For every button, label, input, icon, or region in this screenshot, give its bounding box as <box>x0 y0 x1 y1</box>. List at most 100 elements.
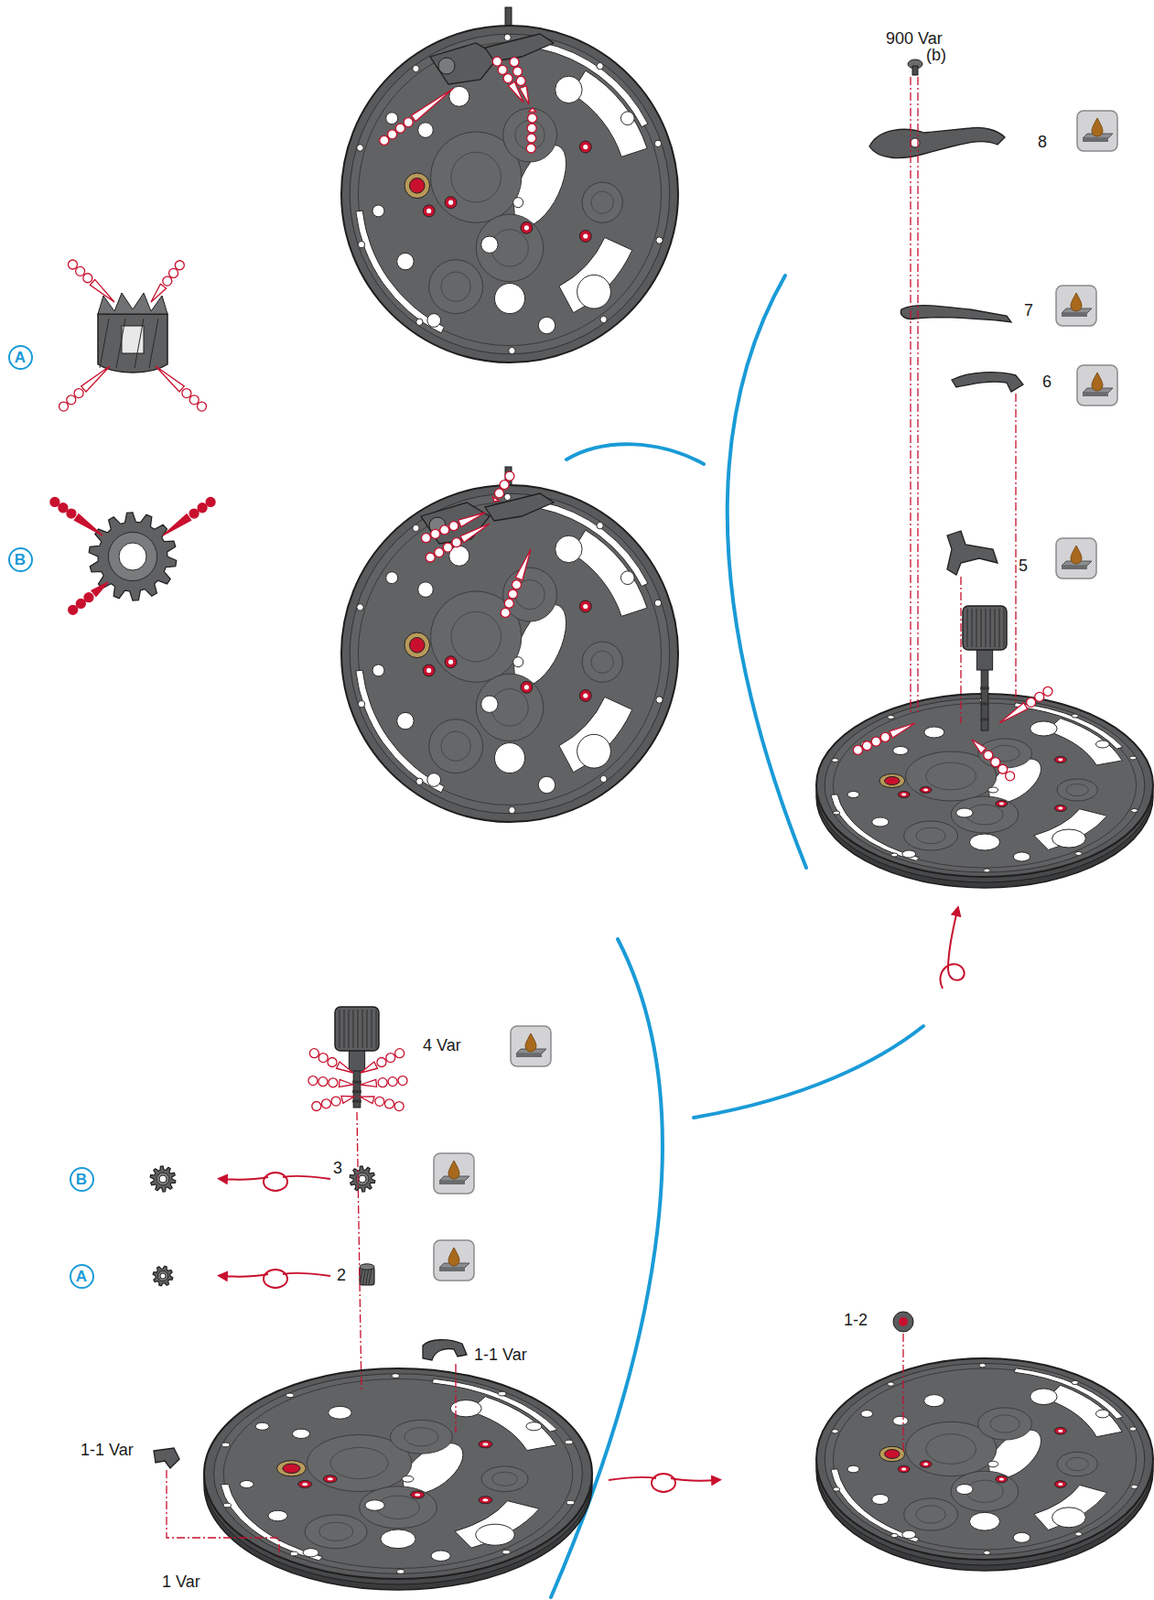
jewel-hole <box>901 1466 906 1470</box>
plate-hole <box>365 1499 385 1511</box>
edge-hole <box>504 493 511 500</box>
plate-hole <box>1030 721 1057 736</box>
jewel-hole <box>524 225 529 230</box>
wheel-outline <box>978 1407 1033 1440</box>
oil-pointer <box>91 582 108 596</box>
oil-dot <box>377 1078 388 1088</box>
oil-dot <box>431 528 441 539</box>
wheel-outline <box>950 796 1019 833</box>
oil-dot <box>74 388 84 399</box>
oil-point <box>509 57 529 105</box>
oil-symbol-box <box>433 1153 475 1194</box>
plate-hole <box>620 571 635 585</box>
jewel <box>409 178 426 195</box>
plate-hole <box>847 1465 860 1473</box>
gear-hub <box>157 1270 168 1281</box>
plate-hole <box>956 808 973 818</box>
assembly-line <box>454 1363 456 1433</box>
oil-dot <box>196 401 206 411</box>
gear <box>349 1165 376 1192</box>
oil-dot <box>75 266 86 276</box>
jewel-hole <box>582 144 588 150</box>
oil-dot <box>395 123 405 133</box>
pinion-ratchet <box>134 318 144 368</box>
edge-hole <box>654 140 661 147</box>
plate-hole <box>291 1428 310 1438</box>
oil-pointer <box>155 366 184 392</box>
plate-disc <box>341 485 679 822</box>
plate-hole <box>969 833 1000 851</box>
plate-hole <box>555 75 583 103</box>
plate-hole <box>427 313 442 328</box>
plate-hole <box>538 776 555 793</box>
edge-hole <box>891 852 898 857</box>
stem-ring <box>352 1080 362 1084</box>
wheel-outline <box>359 1486 438 1529</box>
oil-pointer <box>162 514 192 536</box>
oil-dot <box>862 741 872 751</box>
oil-symbol-plate <box>516 1053 542 1057</box>
edge-hole <box>656 696 663 703</box>
oil-dot <box>511 580 521 590</box>
plate-hole <box>427 773 442 788</box>
plate-hole <box>1013 1531 1030 1543</box>
edge-hole <box>1071 713 1079 718</box>
plate-hole <box>380 1529 416 1549</box>
jewel-setting <box>404 172 431 199</box>
plate-hole <box>988 1460 999 1467</box>
jewel <box>444 656 457 669</box>
edge-hole <box>1131 808 1138 812</box>
oil-dot <box>1026 697 1036 707</box>
oil-dot <box>507 589 518 599</box>
oil-dot <box>1035 691 1045 702</box>
oil-symbol <box>433 1153 475 1194</box>
plate-hole <box>847 791 860 799</box>
oil-dot <box>75 598 86 608</box>
jewel-hole <box>448 659 453 665</box>
jewel <box>1054 1480 1067 1489</box>
oil-dot <box>83 273 93 283</box>
wheel-outline <box>990 1414 1020 1433</box>
oil-point <box>50 496 103 536</box>
plate-hole <box>513 657 524 668</box>
screw <box>438 57 455 75</box>
plate-hole <box>513 197 524 208</box>
oil-symbol-box <box>433 1240 475 1281</box>
edge-hole <box>887 715 895 720</box>
plate-hole <box>481 695 498 712</box>
wheel-outline <box>1066 783 1089 796</box>
plate-hole <box>302 1548 319 1557</box>
callout-label: 1-1 Var <box>472 1345 529 1365</box>
oil-pointer <box>359 1096 375 1104</box>
oil-point <box>59 366 110 411</box>
oil-point <box>67 259 115 302</box>
oil-dot <box>403 118 413 128</box>
jewel-hole <box>901 793 906 797</box>
letter-text: B <box>14 551 26 568</box>
plate-hole <box>902 850 917 858</box>
callout-text: 7 <box>1022 301 1036 321</box>
crown-tube <box>976 647 993 670</box>
lever-part <box>947 530 998 575</box>
wheel-outline <box>503 567 558 622</box>
callout-label: 3 <box>331 1158 345 1178</box>
oil-symbol <box>433 1240 475 1281</box>
plate-cutout <box>559 696 633 772</box>
assembly-line <box>356 1111 362 1392</box>
wheel-outline <box>390 1419 453 1454</box>
wheel-outline <box>441 271 471 302</box>
hook-part <box>422 1339 467 1360</box>
pinion-hole <box>121 325 144 354</box>
gear-body <box>152 1265 173 1286</box>
oil-dot <box>871 736 881 746</box>
callout-text: (b) <box>924 45 949 65</box>
edge-hole <box>290 1551 298 1556</box>
crown-knurl <box>348 1009 350 1048</box>
pinion-ratchet <box>99 318 109 368</box>
rotate-arrow-line <box>670 1477 717 1481</box>
assembly-line <box>1014 393 1016 705</box>
edge-hole <box>412 524 420 531</box>
oil-dot <box>327 1057 337 1068</box>
oil-dot <box>50 496 60 507</box>
plate-hole <box>386 571 399 584</box>
